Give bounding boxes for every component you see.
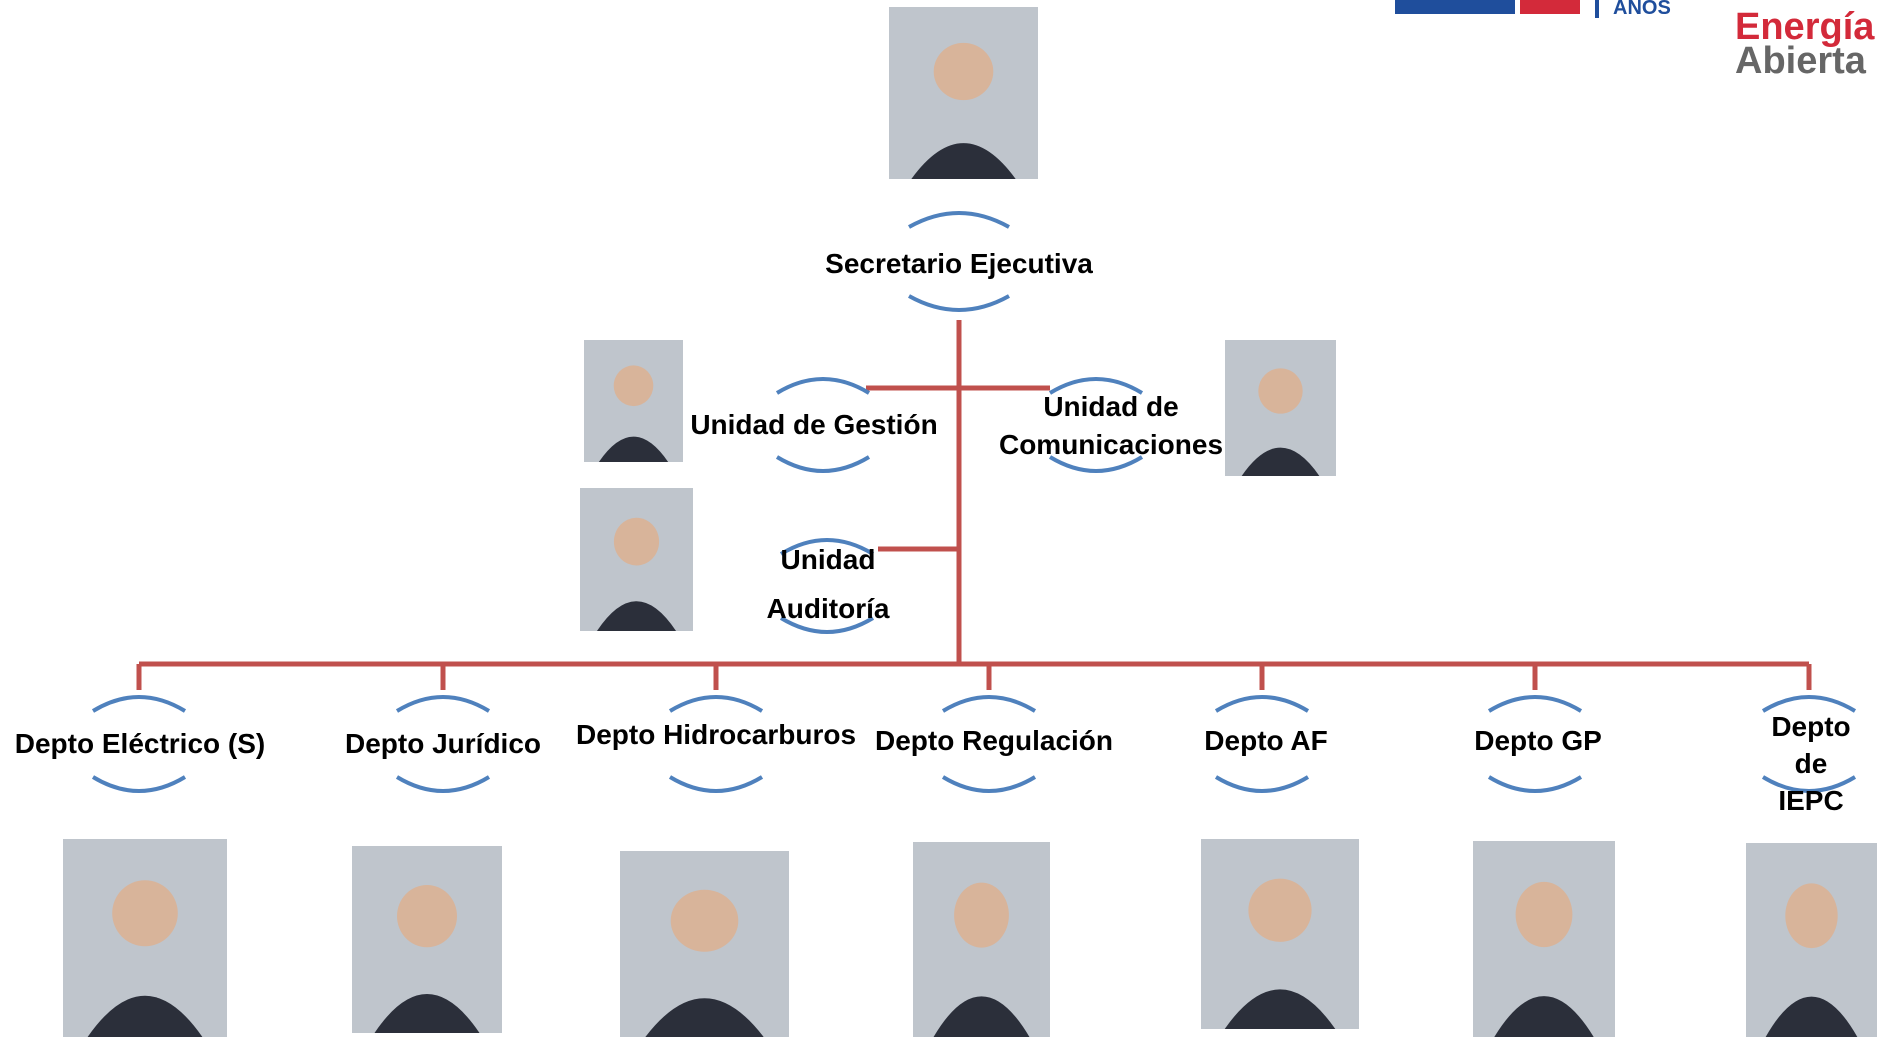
dept-regulacion-label: Depto Regulación: [874, 725, 1114, 756]
photo-juridico: [352, 846, 502, 1033]
person-silhouette-icon: [580, 488, 693, 631]
person-silhouette-icon: [889, 7, 1038, 179]
department-2-bottom-arc: [668, 775, 764, 793]
photo-iepc: [1746, 843, 1877, 1037]
gestion-top-arc: [775, 377, 871, 395]
energia-logo-line1: Energía: [1735, 6, 1875, 48]
photo-comunicaciones: [1225, 340, 1336, 476]
node-arcs: [91, 211, 1857, 793]
photo-secretario: [889, 7, 1038, 179]
node-comunicaciones-label-1: Unidad de: [1043, 391, 1179, 422]
department-4-bottom-arc: [1214, 775, 1310, 793]
department-1-bottom-arc: [395, 775, 491, 793]
secretario-bottom-arc: [908, 294, 1010, 312]
cne-logo-divider: [1595, 0, 1599, 18]
node-gestion-label: Unidad de Gestión: [690, 409, 938, 440]
department-5-bottom-arc: [1487, 775, 1583, 793]
dept-hidrocarburos-label: Depto Hidrocarburos: [575, 719, 857, 750]
node-comunicaciones-label-2: Comunicaciones: [998, 429, 1224, 460]
comunicaciones-top-arc: [1048, 377, 1144, 395]
cne-logo-blue-bar: [1395, 0, 1515, 14]
person-silhouette-icon: [1473, 841, 1615, 1037]
cne-logo: AÑOS: [1395, 0, 1671, 19]
gestion-bottom-arc: [775, 455, 871, 473]
photo-electrico: [63, 839, 227, 1037]
department-6-top-arc: [1761, 695, 1857, 713]
dept-iepc-label: Depto de IEPC: [1771, 711, 1851, 816]
cne-logo-anos: AÑOS: [1613, 0, 1671, 19]
department-0-top-arc: [91, 695, 187, 713]
dept-juridico-label: Depto Jurídico: [344, 728, 542, 759]
department-0-bottom-arc: [91, 775, 187, 793]
dept-gp-label: Depto GP: [1474, 725, 1602, 756]
department-2-top-arc: [668, 695, 764, 713]
dept-electrico-label: Depto Eléctrico (S): [14, 728, 266, 759]
photo-regulacion: [913, 842, 1050, 1037]
node-auditoria-label-2: Auditoría: [766, 593, 890, 624]
dept-af-label: Depto AF: [1204, 725, 1328, 756]
person-silhouette-icon: [1201, 839, 1359, 1029]
department-3-top-arc: [941, 695, 1037, 713]
photo-af: [1201, 839, 1359, 1029]
photo-auditoria: [580, 488, 693, 631]
photo-gestion: [584, 340, 683, 462]
node-auditoria-label-1: Unidad: [780, 544, 876, 575]
energia-abierta-logo: Energía Abierta: [1735, 6, 1875, 82]
department-1-top-arc: [395, 695, 491, 713]
department-6-bottom-arc: [1761, 775, 1857, 793]
connector-lines: [136, 320, 1812, 690]
person-silhouette-icon: [584, 340, 683, 462]
person-silhouette-icon: [913, 842, 1050, 1037]
node-secretario-label: Secretario Ejecutiva: [825, 248, 1093, 279]
person-silhouette-icon: [352, 846, 502, 1033]
photo-hidrocarburos: [620, 851, 789, 1037]
photo-gp: [1473, 841, 1615, 1037]
auditoria-top-arc: [779, 538, 875, 556]
energia-logo-line2: Abierta: [1735, 40, 1866, 82]
department-5-top-arc: [1487, 695, 1583, 713]
secretario-top-arc: [908, 211, 1010, 229]
department-4-top-arc: [1214, 695, 1310, 713]
person-silhouette-icon: [1225, 340, 1336, 476]
cne-logo-red-bar: [1520, 0, 1580, 14]
person-silhouette-icon: [63, 839, 227, 1037]
person-silhouette-icon: [1746, 843, 1877, 1037]
person-silhouette-icon: [620, 851, 789, 1037]
auditoria-bottom-arc: [779, 616, 875, 634]
department-3-bottom-arc: [941, 775, 1037, 793]
comunicaciones-bottom-arc: [1048, 455, 1144, 473]
